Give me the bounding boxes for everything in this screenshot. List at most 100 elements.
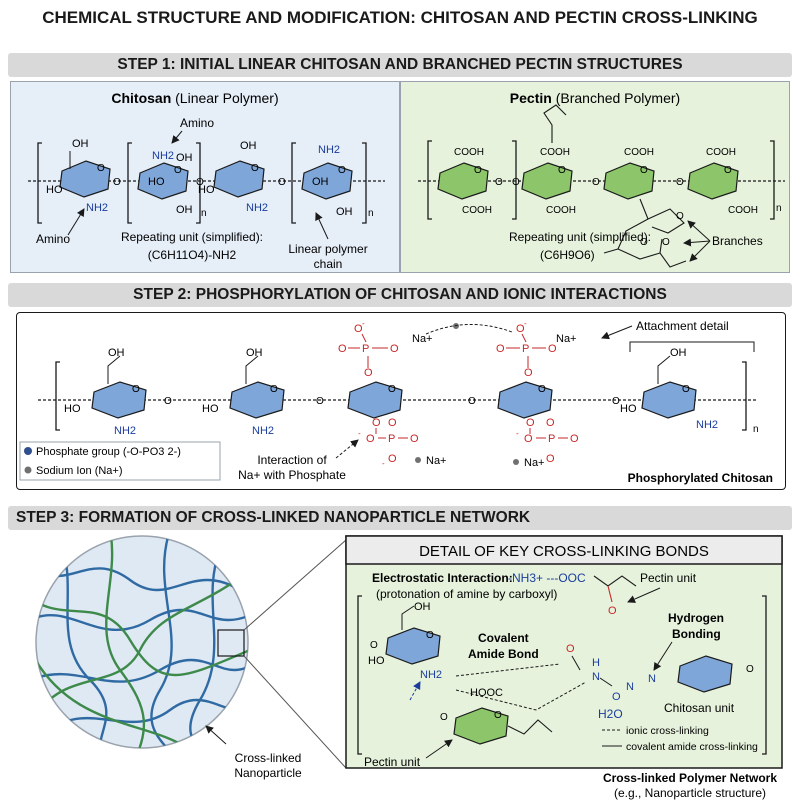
svg-text:Sodium Ion (Na+): Sodium Ion (Na+)	[36, 465, 123, 477]
hydrogen-label-2: Bonding	[672, 627, 721, 641]
svg-text:O: O	[364, 367, 373, 379]
bracket-left	[37, 142, 42, 224]
phosphate-group: O P O O - O	[496, 319, 557, 379]
svg-text:NH2: NH2	[252, 425, 274, 437]
nanoparticle-label-2: Nanoparticle	[234, 766, 302, 780]
phosphate-group: O P O O - O	[338, 319, 399, 379]
sodium-ion: Na+	[556, 333, 577, 345]
svg-text:O: O	[516, 323, 525, 335]
svg-text:O: O	[338, 165, 346, 176]
bracket-left	[127, 142, 132, 224]
svg-text:OH: OH	[240, 140, 257, 152]
svg-text:O: O	[370, 640, 378, 651]
svg-text:O: O	[524, 367, 533, 379]
svg-text:O: O	[354, 323, 363, 335]
detail-chitosan-ring: O OH O HO NH2	[368, 601, 442, 681]
svg-text:O: O	[426, 630, 434, 641]
svg-text:N: N	[626, 681, 634, 693]
svg-text:O: O	[724, 165, 732, 176]
chitosan-header: Chitosan (Linear Polymer)	[111, 90, 278, 106]
chitosan-name: Chitosan	[111, 90, 171, 106]
sodium-ion: Na+	[426, 455, 447, 467]
step3-diagram: Cross-linked Nanoparticle DETAIL OF KEY …	[35, 535, 783, 800]
sodium-ion: Na+	[524, 457, 545, 469]
svg-text:O: O	[640, 237, 648, 248]
bracket-right	[196, 142, 201, 224]
chain-label-1: Linear polymer	[288, 242, 367, 256]
repeat-n: n	[201, 208, 207, 219]
svg-text:O: O	[474, 165, 482, 176]
bracket-right	[362, 142, 367, 224]
svg-text:O: O	[97, 163, 105, 174]
svg-text:O: O	[526, 417, 535, 429]
svg-text:HO: HO	[202, 403, 219, 415]
svg-text:O: O	[746, 664, 754, 675]
detail-chitosan-ring-right: O	[677, 655, 754, 693]
svg-text:OH: OH	[336, 206, 353, 218]
svg-text:HO: HO	[46, 184, 63, 196]
page-title: CHEMICAL STRUCTURE AND MODIFICATION: CHI…	[42, 8, 758, 27]
svg-text:COOH: COOH	[624, 147, 654, 158]
svg-text:P: P	[522, 343, 529, 355]
chain-label-2: chain	[314, 257, 343, 271]
chitosan-repeat-formula: (C6H11O4)-NH2	[148, 248, 237, 262]
chitosan-ring-2: O NH2 OH HO OH	[137, 150, 193, 216]
pectin-sidechain	[543, 104, 567, 143]
pectin-header: Pectin (Branched Polymer)	[510, 90, 680, 106]
network-label-2: (e.g., Nanoparticle structure)	[614, 786, 766, 800]
svg-text:HO: HO	[198, 184, 215, 196]
chitosan-unit-label: Chitosan unit	[664, 701, 735, 715]
chitosan-type: (Linear Polymer)	[175, 90, 278, 106]
svg-text:O: O	[278, 177, 286, 188]
svg-text:COOH: COOH	[546, 205, 576, 216]
svg-text:NH2: NH2	[318, 144, 340, 156]
nanoparticle	[35, 535, 249, 749]
step1-banner: STEP 1: INITIAL LINEAR CHITOSAN AND BRAN…	[8, 53, 792, 77]
pectin-repeat-n: n	[776, 203, 782, 214]
pectin-repeat-label: Repeating unit (simplified):	[509, 230, 651, 244]
svg-text:O: O	[570, 433, 579, 445]
repeat-n: n	[368, 208, 374, 219]
svg-text:NH2: NH2	[246, 202, 268, 214]
svg-text:Phosphate group (-O-PO3 2-): Phosphate group (-O-PO3 2-)	[36, 446, 181, 458]
pectin-repeat-formula: (C6H9O6)	[540, 248, 595, 262]
svg-text:O: O	[662, 237, 670, 248]
phospho-ring-1: O OH HO NH2	[64, 347, 147, 437]
phospho-ring-2: O OH HO NH2	[202, 347, 285, 437]
svg-text:O: O	[608, 605, 617, 617]
zoom-box	[217, 629, 245, 657]
svg-text:HOOC: HOOC	[470, 687, 503, 699]
svg-text:O: O	[440, 712, 448, 723]
phospho-ring-5: O OH HO NH2	[620, 347, 718, 431]
detail-pectin-ring: O HOOC O	[440, 687, 553, 745]
svg-text:NH2: NH2	[696, 419, 718, 431]
svg-text:O: O	[388, 417, 397, 429]
svg-text:-: -	[358, 429, 361, 438]
svg-text:P: P	[388, 433, 395, 445]
svg-text:NH2: NH2	[152, 150, 174, 162]
svg-text:P: P	[362, 343, 369, 355]
svg-text:O: O	[372, 417, 381, 429]
chitosan-repeat-label: Repeating unit (simplified):	[121, 230, 263, 244]
svg-text:O: O	[410, 433, 419, 445]
svg-text:O: O	[494, 710, 502, 721]
phospho-ring-4: O	[497, 381, 553, 419]
svg-text:OH: OH	[176, 204, 193, 216]
svg-text:COOH: COOH	[540, 147, 570, 158]
amino-top-label: Amino	[180, 116, 214, 130]
svg-text:O: O	[270, 384, 278, 395]
svg-text:COOH: COOH	[728, 205, 758, 216]
svg-text:HO: HO	[620, 403, 637, 415]
svg-text:OH: OH	[108, 347, 125, 359]
svg-text:O: O	[538, 384, 546, 395]
bracket-left	[291, 142, 296, 224]
svg-text:NH2: NH2	[420, 669, 442, 681]
svg-text:COOH: COOH	[706, 147, 736, 158]
interaction-label-1: Interaction of	[257, 453, 327, 467]
svg-text:O: O	[316, 396, 324, 407]
legend-covalent: covalent amide cross-linking	[626, 741, 758, 753]
svg-text:O: O	[338, 343, 347, 355]
svg-text:O: O	[390, 343, 399, 355]
svg-text:O: O	[512, 177, 520, 188]
svg-text:COOH: COOH	[462, 205, 492, 216]
